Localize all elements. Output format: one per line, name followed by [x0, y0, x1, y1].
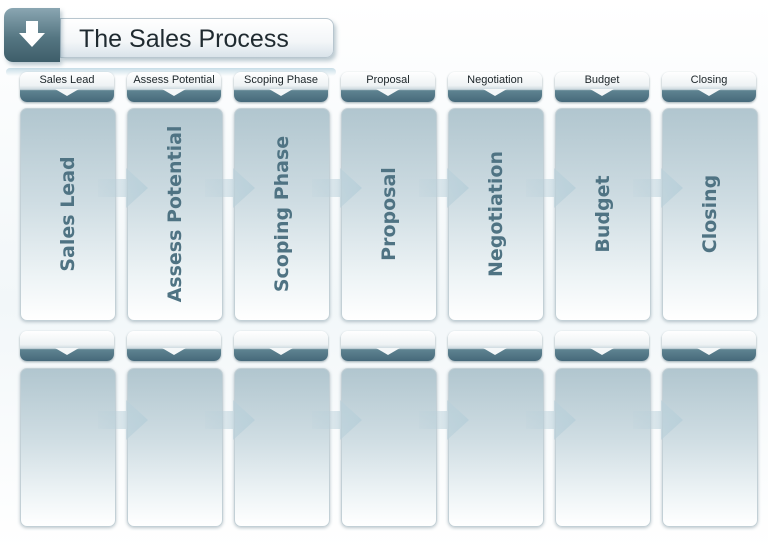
stage-cap: Scoping Phase — [234, 72, 328, 102]
stage-card — [448, 368, 544, 527]
title-banner: The Sales Process — [4, 8, 336, 76]
stage-cap — [555, 331, 649, 361]
stage-card: Sales Lead — [20, 108, 116, 321]
right-arrow-icon — [98, 168, 148, 208]
stage-cap: Budget — [555, 72, 649, 102]
cap-notch — [376, 348, 400, 355]
cap-notch — [376, 89, 400, 96]
stage-card: Scoping Phase — [234, 108, 330, 321]
stage-cap — [448, 331, 542, 361]
stage-card-text: Sales Lead — [57, 156, 79, 272]
right-arrow-icon — [205, 400, 255, 440]
stage-card — [20, 368, 116, 527]
cap-notch — [55, 348, 79, 355]
stage-card — [341, 368, 437, 527]
stage-card: Closing — [662, 108, 758, 321]
right-arrow-icon — [633, 168, 683, 208]
cap-notch — [269, 348, 293, 355]
cap-notch — [483, 348, 507, 355]
right-arrow-icon — [633, 400, 683, 440]
stage-cap-label: Proposal — [366, 74, 410, 86]
page-title: The Sales Process — [79, 25, 289, 53]
cap-notch — [55, 89, 79, 96]
cap-notch — [162, 348, 186, 355]
stage-cap-label: Budget — [584, 74, 620, 86]
right-arrow-icon — [312, 400, 362, 440]
right-arrow-icon — [419, 168, 469, 208]
stage-cap-label: Scoping Phase — [244, 74, 318, 86]
stage-card-text: Assess Potential — [164, 125, 186, 303]
stage-cap — [234, 331, 328, 361]
stage-cap-label: Assess Potential — [133, 74, 215, 86]
stage-cap: Proposal — [341, 72, 435, 102]
stage-cap: Sales Lead — [20, 72, 114, 102]
right-arrow-icon — [526, 168, 576, 208]
stage-cap: Assess Potential — [127, 72, 221, 102]
right-arrow-icon — [419, 400, 469, 440]
right-arrow-icon — [312, 168, 362, 208]
stage-cap — [20, 331, 114, 361]
stage-card-text: Proposal — [378, 167, 400, 261]
cap-notch — [483, 89, 507, 96]
stage-card: Proposal — [341, 108, 437, 321]
stage-card: Negotiation — [448, 108, 544, 321]
stage-cap-label: Negotiation — [467, 74, 523, 86]
stage-card — [234, 368, 330, 527]
stage-cap: Closing — [662, 72, 756, 102]
title-box: The Sales Process — [60, 18, 334, 58]
cap-notch — [697, 348, 721, 355]
stage-card: Budget — [555, 108, 651, 321]
cap-notch — [697, 89, 721, 96]
right-arrow-icon — [98, 400, 148, 440]
right-arrow-icon — [526, 400, 576, 440]
cap-notch — [590, 348, 614, 355]
stage-card: Assess Potential — [127, 108, 223, 321]
stage-cap — [341, 331, 435, 361]
cap-notch — [162, 89, 186, 96]
stage-card — [555, 368, 651, 527]
stage-card-text: Negotiation — [485, 150, 507, 278]
stage-cap — [662, 331, 756, 361]
stage-card — [662, 368, 758, 527]
stage-card-text: Scoping Phase — [271, 135, 293, 293]
stage-card-text: Closing — [699, 174, 721, 254]
stage-card-text: Budget — [592, 175, 614, 253]
stage-cap — [127, 331, 221, 361]
stage-cap-label: Closing — [690, 74, 728, 86]
arrow-down-icon — [4, 8, 60, 62]
stage-cap-label: Sales Lead — [39, 74, 95, 86]
stage-card — [127, 368, 223, 527]
cap-notch — [590, 89, 614, 96]
stage-cap: Negotiation — [448, 72, 542, 102]
cap-notch — [269, 89, 293, 96]
right-arrow-icon — [205, 168, 255, 208]
